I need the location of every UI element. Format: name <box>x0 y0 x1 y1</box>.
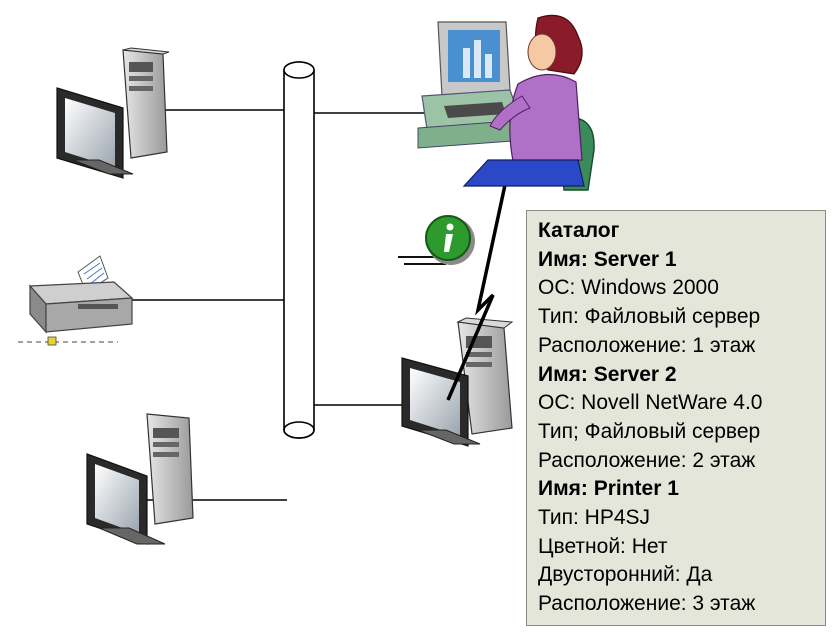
entry-field: Цветной: Нет <box>538 534 668 558</box>
lightning-icon <box>446 184 507 401</box>
entry-field: ОС: Novell NetWare 4.0 <box>538 391 763 415</box>
info-icon[interactable] <box>398 215 475 265</box>
entry-name: Имя: Server 2 <box>538 362 677 386</box>
catalog-entry-printer-1: Имя: Printer 1 Тип: HP4SJ Цветной: Нет Д… <box>538 475 825 619</box>
entry-field: Тип; Файловый сервер <box>538 419 761 443</box>
monitor-icon <box>56 87 134 179</box>
monitor-icon <box>401 357 481 447</box>
entry-name: Имя: Server 1 <box>538 247 677 271</box>
printer-icon[interactable] <box>18 255 134 346</box>
entry-field: Тип: HP4SJ <box>538 506 651 530</box>
catalog-title: Каталог <box>538 219 620 242</box>
server-tower-icon <box>122 47 170 159</box>
server-tower-icon <box>456 317 514 435</box>
monitor-icon <box>86 453 166 545</box>
person-icon <box>462 14 585 187</box>
entry-name: Имя: Printer 1 <box>538 477 679 501</box>
workstation-icon[interactable] <box>86 413 194 545</box>
server-icon[interactable] <box>401 317 514 447</box>
entry-field: Двусторонний: Да <box>538 563 713 587</box>
server-tower-icon <box>146 413 194 525</box>
entry-field: Расположение: 3 этаж <box>538 592 756 616</box>
entry-field: Тип: Файловый сервер <box>538 305 761 329</box>
catalog-entry-server-2: Имя: Server 2 ОС: Novell NetWare 4.0 Тип… <box>538 361 825 476</box>
workstation-icon[interactable] <box>56 47 170 179</box>
network-bus-icon <box>283 61 315 439</box>
catalog-entry-server-1: Имя: Server 1 ОС: Windows 2000 Тип: Файл… <box>538 246 825 361</box>
catalog-panel: Каталог Имя: Server 1 ОС: Windows 2000 Т… <box>526 210 826 626</box>
entry-field: Расположение: 1 этаж <box>538 333 756 357</box>
entry-field: ОС: Windows 2000 <box>538 276 719 300</box>
entry-field: Расположение: 2 этаж <box>538 448 756 472</box>
user-at-computer-icon[interactable] <box>417 14 595 191</box>
